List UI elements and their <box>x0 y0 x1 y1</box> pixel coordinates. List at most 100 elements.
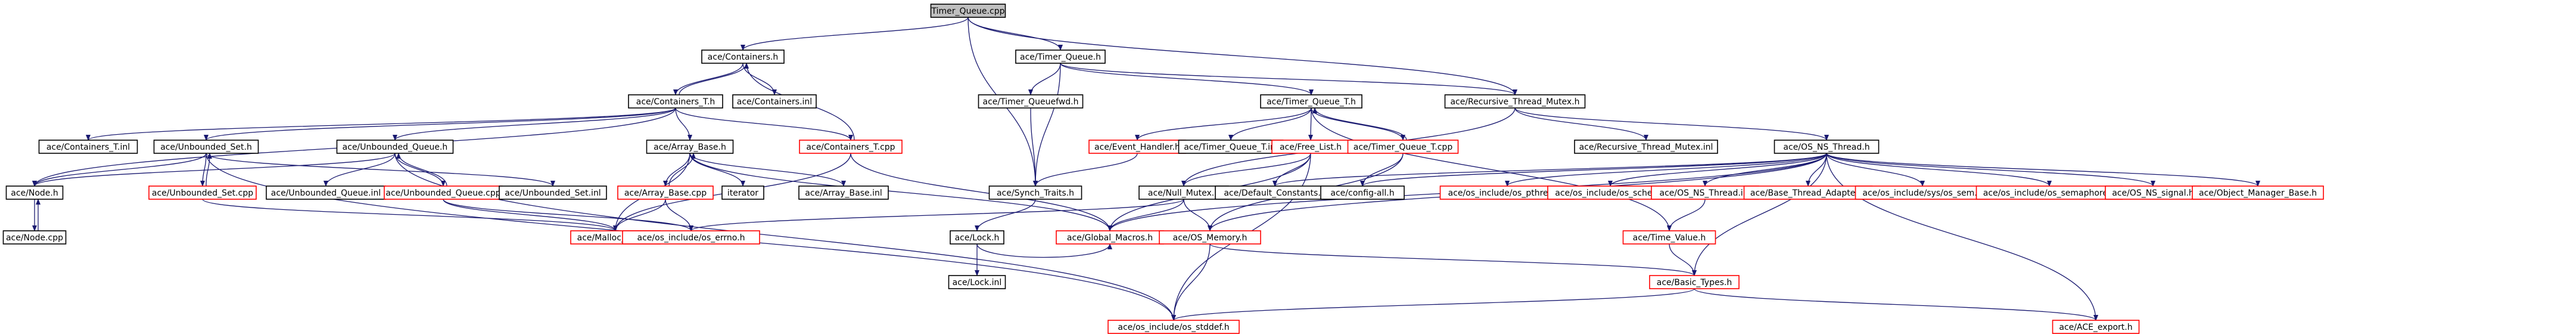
node-os-memory-h[interactable]: ace/OS_Memory.h <box>1159 230 1261 245</box>
node-os-semaphore-h[interactable]: ace/os_include/os_semaphore.h <box>1975 185 2123 200</box>
node-base-thread-adapter-h[interactable]: ace/Base_Thread_Adapter.h <box>1743 185 1873 200</box>
node-recursive-thread-mutex-inl[interactable]: ace/Recursive_Thread_Mutex.inl <box>1574 140 1718 154</box>
node-label: ace/Free_List.h <box>1280 143 1342 152</box>
node-box <box>1774 140 1880 154</box>
edge-os_ns_thread_inl-to-time_value_h <box>1667 199 1706 231</box>
node-node-h[interactable]: ace/Node.h <box>5 185 64 200</box>
node-sys-os-sem-h[interactable]: ace/os_include/sys/os_sem.h <box>1855 185 1990 200</box>
node-time-value-h[interactable]: ace/Time_Value.h <box>1622 230 1716 245</box>
edge-recursive_thread_mutex_h-to-os_ns_thread_h <box>1514 107 1829 141</box>
node-object-manager-base-h[interactable]: ace/Object_Manager_Base.h <box>2192 185 2324 200</box>
node-os-ns-thread-inl[interactable]: ace/OS_NS_Thread.inl <box>1651 185 1759 200</box>
node-label: ace/os_include/os_pthread.h <box>1448 188 1567 198</box>
node-label: ace/Containers_T.h <box>636 97 715 107</box>
node-box <box>153 140 259 154</box>
node-label: ace/Array_Base.cpp <box>624 188 707 198</box>
node-box <box>5 185 64 200</box>
node-containers-t-inl[interactable]: ace/Containers_T.inl <box>38 140 138 154</box>
node-label: ace/Default_Constants.h <box>1224 188 1326 198</box>
node-containers-inl[interactable]: ace/Containers.inl <box>732 94 817 109</box>
edge-unbounded_queue_h-to-unbounded_queue_cpp <box>394 153 446 187</box>
node-basic-types-h[interactable]: ace/Basic_Types.h <box>1649 275 1740 289</box>
edge-timer_queue_t_h-to-timer_queue_t_cpp <box>1311 107 1405 141</box>
node-unbounded-set-inl[interactable]: ace/Unbounded_Set.inl <box>499 185 607 200</box>
node-unbounded-queue-cpp[interactable]: ace/Unbounded_Queue.cpp <box>384 185 503 200</box>
edge-os_memory_h-to-basic_types_h <box>1209 243 1697 276</box>
node-box <box>628 94 723 109</box>
node-event-handler-h[interactable]: ace/Event_Handler.h <box>1088 140 1186 154</box>
node-null-mutex-h[interactable]: ace/Null_Mutex.h <box>1138 185 1229 200</box>
edge-containers_t_h-to-containers_t_cpp <box>675 107 853 141</box>
node-label: ace/OS_Memory.h <box>1173 233 1247 243</box>
node-config-all-h[interactable]: ace/config-all.h <box>1320 185 1405 200</box>
node-label: ace/Object_Manager_Base.h <box>2199 188 2317 198</box>
node-box <box>1622 230 1716 245</box>
node-label: ace/Synch_Traits.h <box>997 188 1074 198</box>
node-box <box>646 140 734 154</box>
node-lock-inl[interactable]: ace/Lock.inl <box>948 275 1006 289</box>
node-label: ace/Global_Macros.h <box>1067 233 1153 243</box>
node-label: ace/Lock.inl <box>953 278 1002 287</box>
node-timer-queue-cpp: Timer_Queue.cpp <box>930 4 1006 18</box>
node-box <box>2052 320 2140 334</box>
node-label: ace/Timer_Queue_T.inl <box>1184 143 1278 152</box>
node-ace-export-h[interactable]: ace/ACE_export.h <box>2052 320 2140 334</box>
node-box <box>978 94 1084 109</box>
node-os-ns-thread-h[interactable]: ace/OS_NS_Thread.h <box>1774 140 1880 154</box>
node-label: ace/Unbounded_Queue.cpp <box>385 188 500 198</box>
node-box <box>2192 185 2324 200</box>
node-label: ace/Unbounded_Queue.h <box>343 143 448 152</box>
node-unbounded-queue-h[interactable]: ace/Unbounded_Queue.h <box>336 140 454 154</box>
node-lock-h[interactable]: ace/Lock.h <box>950 230 1004 245</box>
edge-timer_queue_h-to-synch_traits_h <box>1033 63 1061 187</box>
edge-os_ns_thread_h-to-sys_os_sem_h <box>1826 153 1925 187</box>
edge-timer_queuefwd_h-to-synch_traits_h <box>1030 107 1038 187</box>
node-timer-queuefwd-h[interactable]: ace/Timer_Queuefwd.h <box>978 94 1084 109</box>
node-box <box>1015 50 1106 64</box>
node-os-stddef-h[interactable]: ace/os_include/os_stddef.h <box>1107 320 1240 334</box>
node-layer: Timer_Queue.cpp ace/Containers.h ace/Conta… <box>2 4 2324 334</box>
node-box <box>1320 185 1405 200</box>
node-recursive-thread-mutex-h[interactable]: ace/Recursive_Thread_Mutex.h <box>1444 94 1586 109</box>
edge-basic_types_h-to-ace_export_h <box>1694 288 2098 321</box>
node-node-cpp[interactable]: ace/Node.cpp <box>2 230 67 245</box>
node-timer-queue-t-inl[interactable]: ace/Timer_Queue_T.inl <box>1178 140 1284 154</box>
edge-timer_queue_t_cpp-to-config_all_h <box>1360 153 1404 187</box>
node-containers-h[interactable]: ace/Containers.h <box>701 50 785 64</box>
edge-containers_t_h-to-array_base_h <box>675 107 692 141</box>
node-array-base-cpp[interactable]: ace/Array_Base.cpp <box>617 185 714 200</box>
node-box <box>1107 320 1240 334</box>
node-os-ns-signal-h[interactable]: ace/OS_NS_signal.h <box>2105 185 2201 200</box>
node-label: ace/Basic_Types.h <box>1657 278 1732 287</box>
edge-unbounded_queue_h-to-unbounded_queue_inl <box>323 153 396 187</box>
node-free-list-h[interactable]: ace/Free_List.h <box>1271 140 1350 154</box>
edge-containers_t_h-to-containers_t_inl <box>86 107 676 141</box>
edge-timer_queue_cpp-to-timer_queue_h <box>967 17 1063 51</box>
node-unbounded-set-h[interactable]: ace/Unbounded_Set.h <box>153 140 259 154</box>
node-box <box>617 185 714 200</box>
node-label: ace/OS_NS_Thread.h <box>1783 143 1869 152</box>
node-unbounded-set-cpp[interactable]: ace/Unbounded_Set.cpp <box>148 185 257 200</box>
edge-containers_h-to-containers_inl <box>742 63 777 95</box>
node-box <box>1444 94 1586 109</box>
node-containers-t-cpp[interactable]: ace/Containers_T.cpp <box>799 140 903 154</box>
node-unbounded-queue-inl[interactable]: ace/Unbounded_Queue.inl <box>266 185 386 200</box>
node-box <box>798 185 889 200</box>
node-box <box>1574 140 1718 154</box>
node-os-pthread-h[interactable]: ace/os_include/os_pthread.h <box>1439 185 1575 200</box>
edge-timer_queue_t_cpp-to-timer_queue_t_h <box>1312 107 1407 141</box>
node-synch-traits-h[interactable]: ace/Synch_Traits.h <box>988 185 1082 200</box>
node-box <box>1159 230 1261 245</box>
node-iterator[interactable]: iterator <box>721 185 764 200</box>
edge-timer_queue_cpp-to-containers_h <box>741 17 969 51</box>
node-timer-queue-t-h[interactable]: ace/Timer_Queue_T.h <box>1260 94 1362 109</box>
node-box <box>988 185 1082 200</box>
node-timer-queue-t-cpp[interactable]: ace/Timer_Queue_T.cpp <box>1347 140 1459 154</box>
node-array-base-inl[interactable]: ace/Array_Base.inl <box>798 185 889 200</box>
node-containers-t-h[interactable]: ace/Containers_T.h <box>628 94 723 109</box>
node-default-constants-h[interactable]: ace/Default_Constants.h <box>1215 185 1335 200</box>
node-os-errno-h[interactable]: ace/os_include/os_errno.h <box>622 230 760 245</box>
node-timer-queue-h[interactable]: ace/Timer_Queue.h <box>1015 50 1106 64</box>
node-array-base-h[interactable]: ace/Array_Base.h <box>646 140 734 154</box>
node-global-macros-h[interactable]: ace/Global_Macros.h <box>1056 230 1164 245</box>
